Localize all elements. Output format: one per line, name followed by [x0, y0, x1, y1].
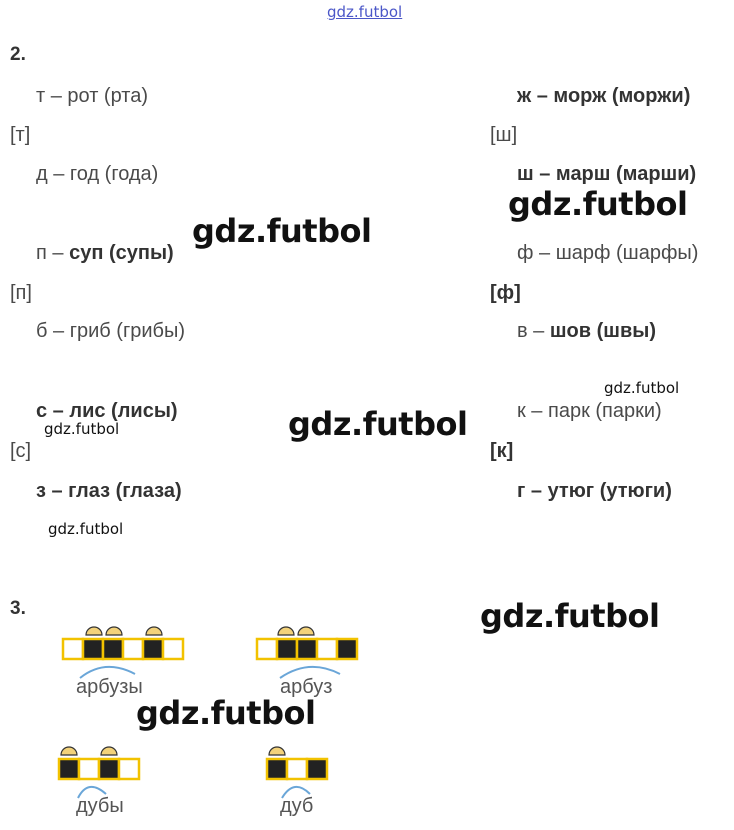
- vowel-box: [61, 637, 85, 661]
- sound-scheme-arbuzy: [61, 626, 185, 661]
- vowel-box: [77, 757, 101, 781]
- task2-right-row-6: г – утюг (утюги): [517, 480, 672, 502]
- consonant-box: [305, 757, 329, 781]
- task2-left-row-3: п – суп (супы): [36, 242, 174, 265]
- watermark: gdz.futbol: [136, 694, 316, 732]
- vowel-box: [285, 757, 309, 781]
- consonant-box: [295, 637, 319, 661]
- task2-left-row-3-word: суп (супы): [69, 242, 174, 264]
- task2-left-transcription-5: [с]: [10, 440, 32, 462]
- task2-left-row-3-letter: п –: [36, 242, 70, 264]
- sound-scheme-duby: [57, 746, 141, 781]
- task2-right-transcription-3: [ф]: [490, 282, 521, 304]
- syllable-cap-icon: [100, 746, 118, 756]
- task2-left-row-2: д – год (года): [36, 163, 159, 185]
- vowel-box: [161, 637, 185, 661]
- consonant-box: [81, 637, 105, 661]
- consonant-box: [265, 757, 289, 781]
- sound-scheme-arbuz: [255, 626, 359, 661]
- consonant-box: [141, 637, 165, 661]
- task2-right-transcription-5: [к]: [490, 440, 514, 462]
- consonant-box: [57, 757, 81, 781]
- consonant-box: [97, 757, 121, 781]
- stress-arc-icon: [79, 666, 136, 679]
- consonant-box: [101, 637, 125, 661]
- task2-right-transcription-1: [ш]: [490, 124, 518, 146]
- scheme-word-arbuz: арбуз: [280, 676, 333, 698]
- task2-right-row-2: ш – марш (марши): [517, 163, 697, 185]
- syllable-cap-icon: [105, 626, 123, 636]
- syllable-cap-icon: [297, 626, 315, 636]
- syllable-cap-icon: [268, 746, 286, 756]
- task2-right-row-4-letter: в –: [517, 320, 550, 342]
- watermark: gdz.futbol: [480, 597, 660, 635]
- stress-arc-dub: [281, 786, 311, 799]
- task2-right-row-5: к – парк (парки): [517, 400, 662, 422]
- task2-right-row-3: ф – шарф (шарфы): [517, 242, 699, 264]
- task2-left-row-4: б – гриб (грибы): [36, 320, 186, 342]
- task2-right-row-4: в – шов (швы): [517, 320, 656, 343]
- watermark: gdz.futbol: [508, 185, 688, 223]
- scheme-word-arbuzy: арбузы: [76, 676, 143, 698]
- watermark-top: gdz.futbol: [327, 3, 403, 21]
- vowel-box: [117, 757, 141, 781]
- scheme-word-duby: дубы: [76, 795, 124, 817]
- stress-arc-icon: [279, 665, 341, 679]
- scheme-word-dub: дуб: [280, 795, 314, 817]
- watermark: gdz.futbol: [48, 520, 124, 538]
- vowel-box: [315, 637, 339, 661]
- stress-arc-icon: [281, 786, 311, 799]
- task2-left-transcription-1: [т]: [10, 124, 31, 146]
- watermark: gdz.futbol: [288, 405, 468, 443]
- stress-arc-arbuzy: [79, 666, 136, 679]
- syllable-cap-icon: [85, 626, 103, 636]
- stress-arc-arbuz: [279, 665, 341, 679]
- watermark: gdz.futbol: [192, 212, 372, 250]
- syllable-cap-icon: [277, 626, 295, 636]
- task-3-number: 3.: [10, 598, 26, 619]
- stress-arc-icon: [77, 786, 107, 799]
- stress-arc-duby: [77, 786, 107, 799]
- task2-right-row-1: ж – морж (моржи): [517, 85, 691, 107]
- vowel-box: [255, 637, 279, 661]
- watermark: gdz.futbol: [604, 379, 680, 397]
- task2-left-row-5: с – лис (лисы): [36, 400, 178, 422]
- task-2-number: 2.: [10, 44, 26, 65]
- task2-right-row-4-word: шов (швы): [549, 320, 656, 342]
- syllable-cap-icon: [60, 746, 78, 756]
- task2-left-transcription-3: [п]: [10, 282, 32, 304]
- syllable-cap-icon: [145, 626, 163, 636]
- vowel-box: [121, 637, 145, 661]
- watermark: gdz.futbol: [44, 420, 120, 438]
- sound-scheme-dub: [265, 746, 329, 781]
- task2-left-row-6: з – глаз (глаза): [36, 480, 182, 502]
- task2-left-row-1: т – рот (рта): [36, 85, 148, 107]
- consonant-box: [335, 637, 359, 661]
- consonant-box: [275, 637, 299, 661]
